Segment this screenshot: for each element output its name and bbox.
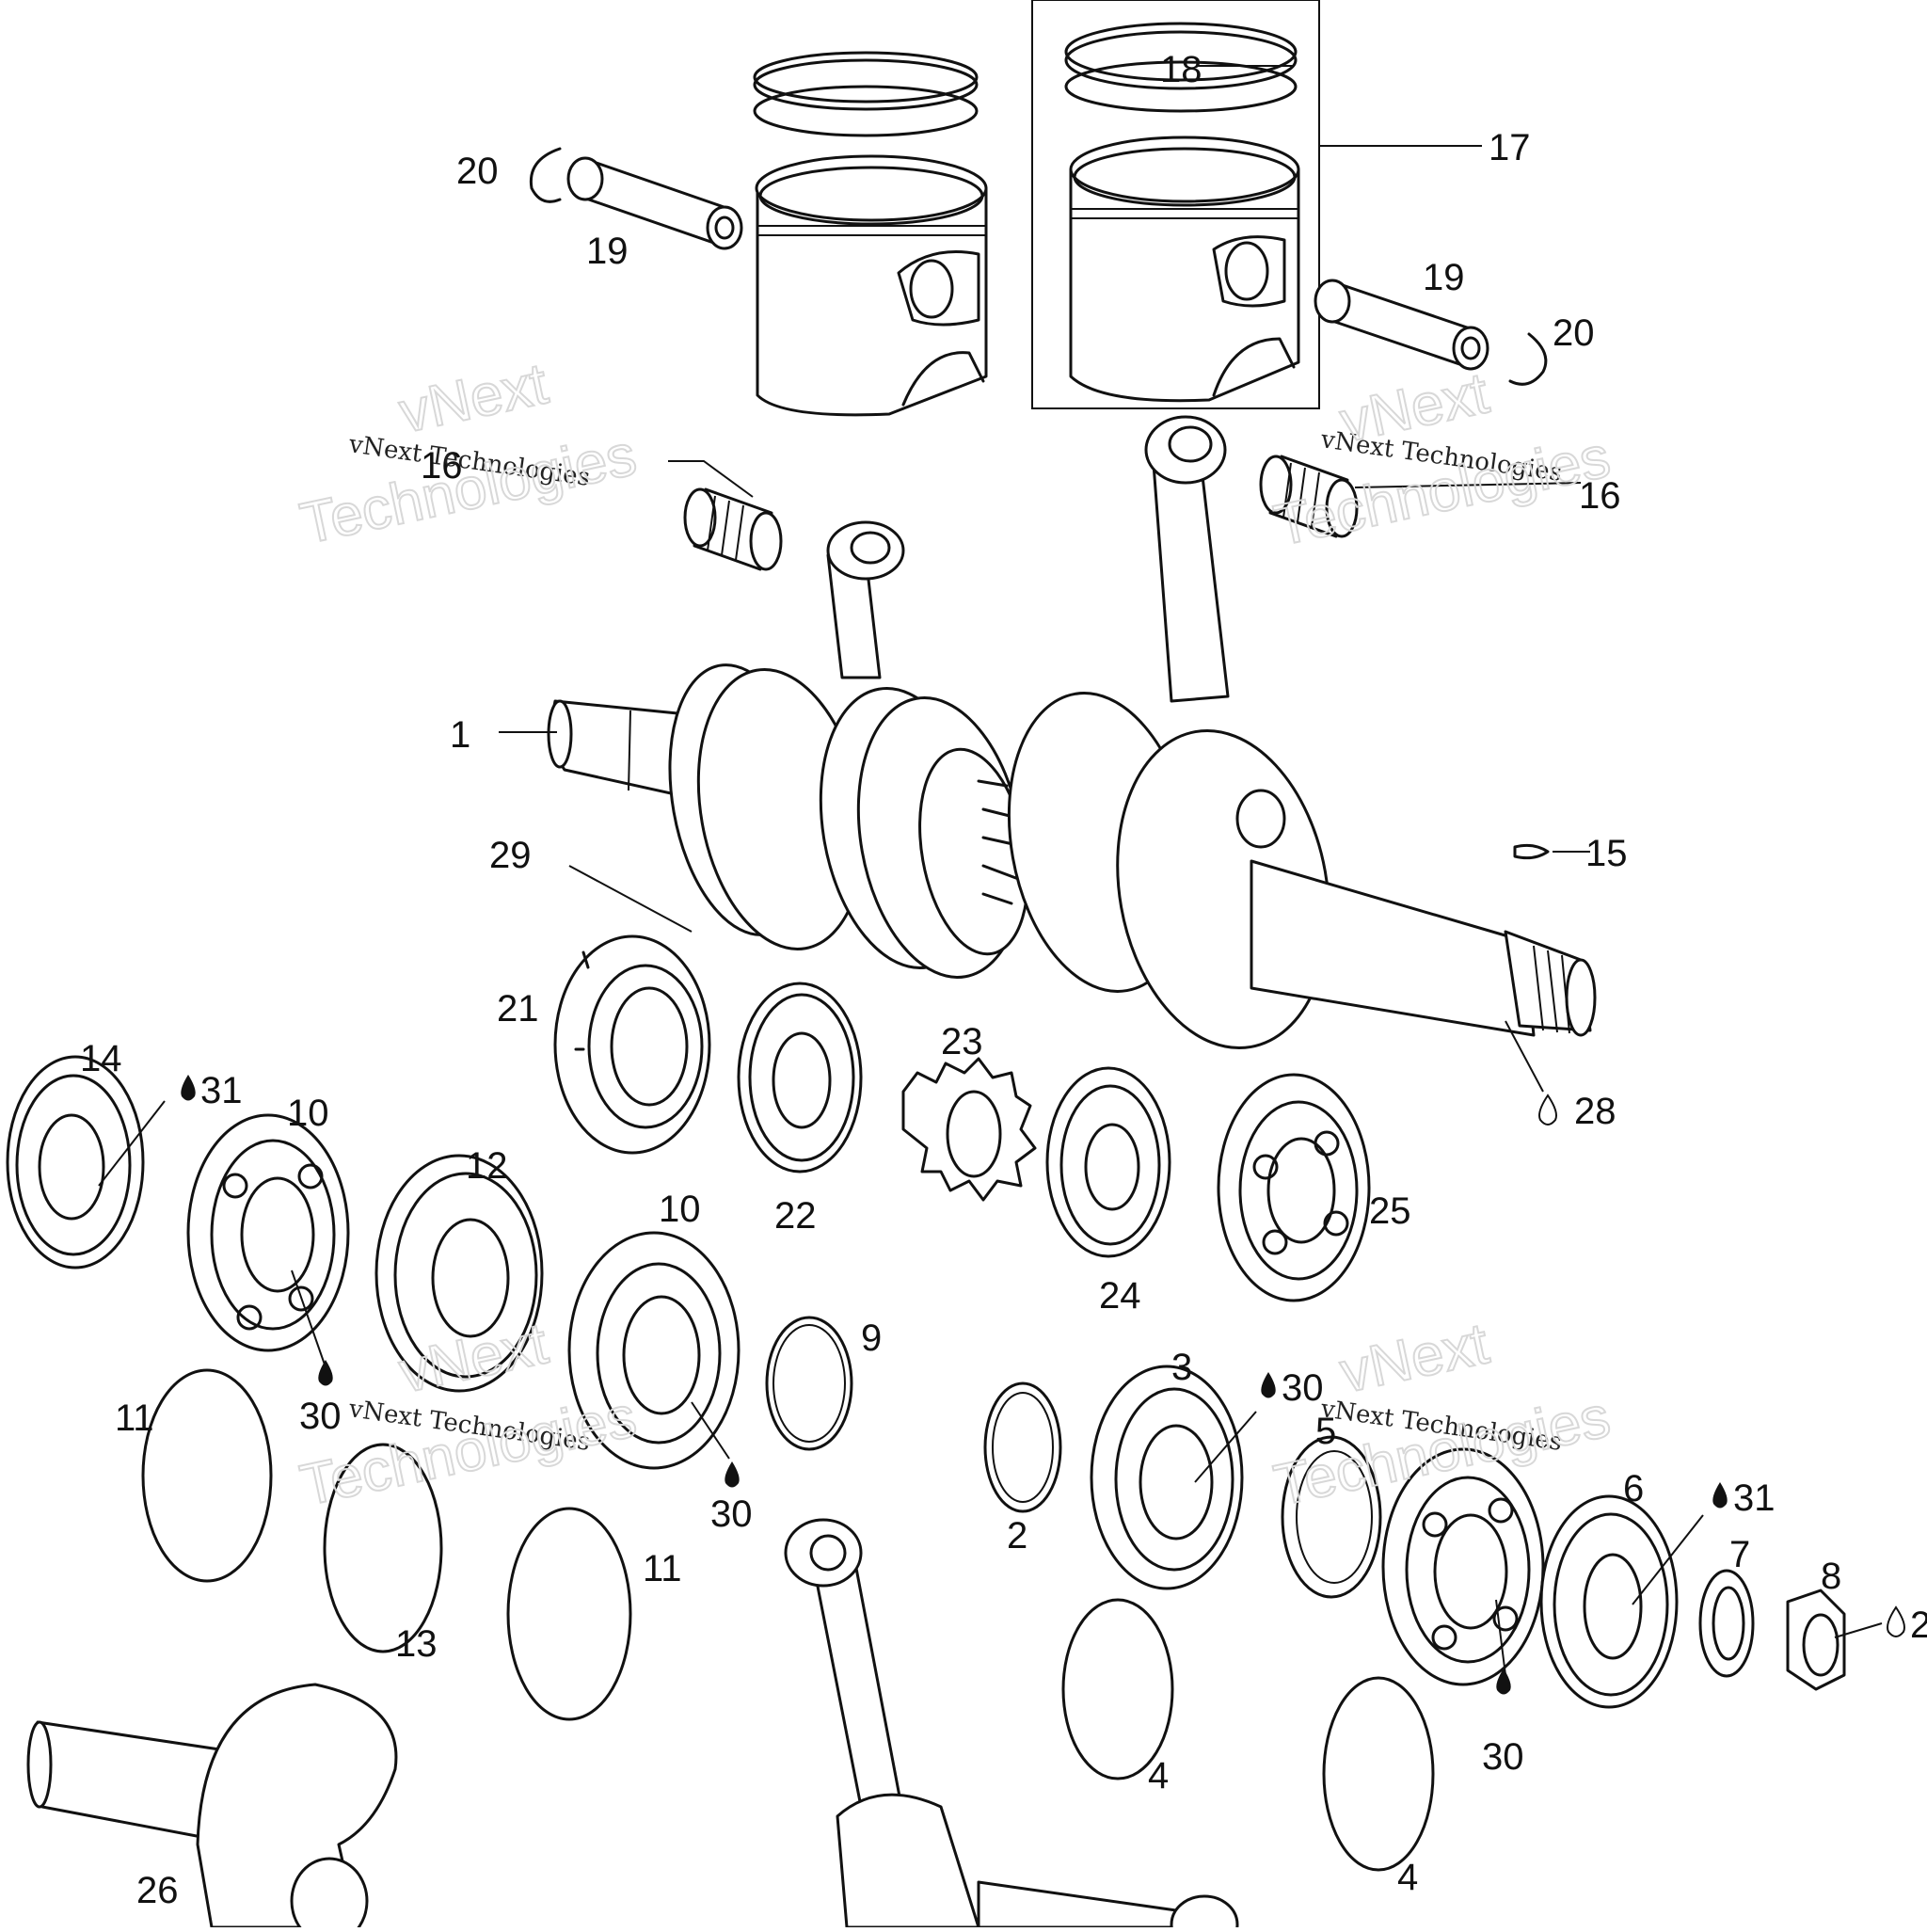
shim-9-inner (772, 1324, 846, 1443)
callout-14: 14 (80, 1038, 122, 1079)
callout-16-left: 16 (421, 445, 463, 487)
callout-22: 22 (774, 1195, 817, 1237)
callout-11-left: 11 (115, 1397, 154, 1439)
shim-2-inner (992, 1392, 1054, 1503)
callout-20-left: 20 (456, 151, 499, 192)
callout-labels: 1 29 21 22 23 24 25 15 28 14 31 10 12 10… (80, 49, 1927, 1911)
o-ring-13 (323, 1443, 443, 1653)
callout-16-right: 16 (1579, 475, 1621, 517)
callout-8: 8 (1821, 1556, 1841, 1597)
oil-seal-24 (1045, 1066, 1171, 1258)
callout-30-a: 30 (299, 1396, 342, 1437)
callout-30-c: 30 (1282, 1367, 1324, 1409)
o-ring-4-right (1322, 1676, 1435, 1872)
callout-7: 7 (1729, 1534, 1750, 1575)
bearing-right-30 (1381, 1447, 1545, 1686)
piston-rings-left (753, 51, 979, 137)
callout-30-d: 30 (1482, 1736, 1524, 1778)
oil-seal-6 (1539, 1494, 1679, 1709)
piston-pin-left (566, 156, 743, 250)
callout-30-b: 30 (710, 1493, 753, 1535)
crankshaft-assembly (547, 415, 1597, 1050)
watermark-large-line2: Technologies (295, 1384, 642, 1519)
callout-31-left: 31 (200, 1070, 243, 1111)
callout-5: 5 (1315, 1411, 1336, 1452)
washer-7 (1698, 1569, 1755, 1678)
piston-left (755, 154, 988, 417)
needle-bearing-right (1259, 455, 1359, 538)
oil-drop-filled-icon (181, 1075, 1728, 1695)
crank-half-26 (26, 1683, 398, 1932)
conrod-bottom (784, 1518, 1239, 1932)
o-ring-11-right (506, 1507, 632, 1721)
callout-18: 18 (1160, 49, 1202, 90)
woodruff-key (1513, 843, 1550, 860)
watermark-large-line1: vNext (394, 351, 553, 445)
callout-10-center: 10 (659, 1189, 701, 1230)
shim-5-inner (1296, 1450, 1373, 1584)
callout-6: 6 (1623, 1468, 1644, 1509)
o-ring-4-left (1061, 1598, 1174, 1780)
oil-seal-22 (737, 982, 863, 1174)
watermark-top-right: vNext Technologies vNext Technologies (1268, 359, 1616, 559)
callout-26: 26 (136, 1870, 179, 1911)
callout-1: 1 (450, 714, 470, 756)
leader-lines (98, 65, 1883, 1676)
callout-28: 28 (1574, 1091, 1616, 1132)
callout-19-left: 19 (586, 231, 629, 272)
bearing-25 (1217, 1073, 1371, 1302)
callout-13: 13 (395, 1623, 438, 1665)
bearing-3 (1090, 1365, 1244, 1590)
needle-bearing-left (683, 487, 783, 571)
piston-pin-right (1314, 279, 1489, 371)
callout-15: 15 (1585, 833, 1628, 874)
callout-9: 9 (861, 1317, 882, 1359)
o-ring-11-left (141, 1368, 273, 1583)
callout-4-left: 4 (1148, 1755, 1169, 1796)
piston-right (1069, 136, 1300, 403)
piston-kit-frame (1031, 0, 1320, 409)
nut-8 (1786, 1589, 1846, 1691)
callout-2: 2 (1007, 1515, 1027, 1557)
callout-25: 25 (1369, 1190, 1411, 1232)
circlip-left (529, 147, 562, 203)
shim-5 (1281, 1435, 1382, 1599)
callout-19-right: 19 (1423, 257, 1465, 298)
callout-20-right: 20 (1553, 312, 1595, 354)
callout-12: 12 (466, 1145, 508, 1187)
callout-4-right: 4 (1397, 1857, 1418, 1898)
watermark-large-line2: Technologies (295, 423, 642, 557)
callout-17: 17 (1489, 127, 1531, 168)
callout-24: 24 (1099, 1275, 1141, 1317)
bearing-10-left (186, 1113, 350, 1352)
oil-seal-14 (6, 1055, 145, 1269)
bearing-21 (553, 934, 711, 1155)
callout-31-right: 31 (1733, 1477, 1776, 1519)
callout-11-right: 11 (643, 1548, 682, 1589)
piston-rings-right (1064, 22, 1298, 113)
callout-2-right: 2 (1910, 1605, 1927, 1646)
callout-23: 23 (941, 1021, 983, 1062)
callout-29: 29 (489, 835, 532, 876)
watermark-top-left: vNext Technologies vNext Technologies (295, 350, 643, 557)
shim-9 (765, 1316, 853, 1451)
oil-drop-outline-icon (1538, 1094, 1905, 1637)
callout-3: 3 (1171, 1347, 1192, 1388)
callout-21: 21 (497, 988, 539, 1030)
watermark-large-line1: vNext (1335, 360, 1494, 455)
bearing-12 (374, 1154, 544, 1393)
callout-10-left: 10 (287, 1093, 329, 1134)
gear-23 (901, 1057, 1037, 1202)
circlip-right (1508, 332, 1548, 386)
shim-2 (983, 1381, 1062, 1513)
watermark-large-line1: vNext (1335, 1311, 1494, 1405)
